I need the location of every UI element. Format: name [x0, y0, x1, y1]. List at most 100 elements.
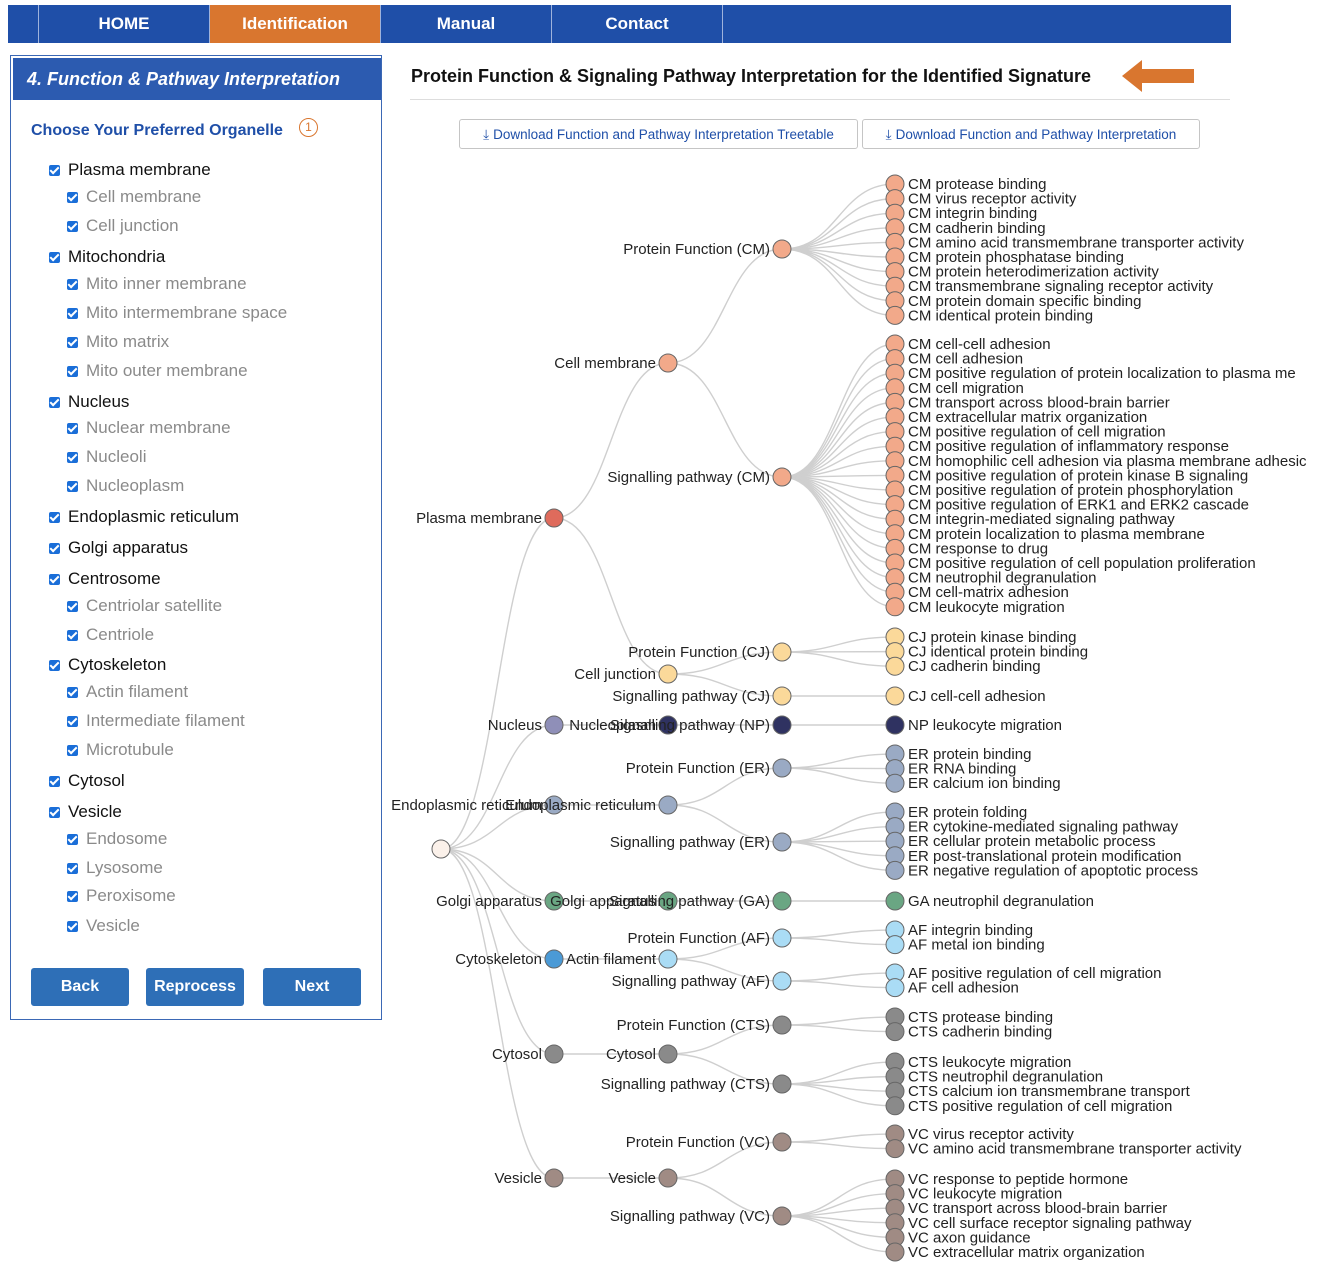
- sub-organelle-node[interactable]: Nucleoplasm: [569, 715, 678, 735]
- term-node[interactable]: CTS cadherin binding: [885, 1022, 1052, 1042]
- term-node[interactable]: VC response to peptide hormone: [885, 1169, 1128, 1189]
- sub-organelle-item[interactable]: Cell junction: [67, 216, 179, 236]
- sub-organelle-item[interactable]: Vesicle: [67, 916, 140, 936]
- organelle-node[interactable]: Nucleus: [488, 715, 564, 735]
- sub-organelle-item[interactable]: Mito outer membrane: [67, 361, 248, 381]
- tree-node-circle[interactable]: [772, 1074, 792, 1094]
- tree-node-circle[interactable]: [772, 1015, 792, 1035]
- checkbox[interactable]: [67, 890, 78, 902]
- checkbox[interactable]: [49, 542, 60, 554]
- term-node[interactable]: ER cellular protein metabolic process: [885, 831, 1156, 851]
- checkbox[interactable]: [67, 191, 78, 203]
- term-node[interactable]: CJ protein kinase binding: [885, 627, 1076, 647]
- sub-organelle-item[interactable]: Cell membrane: [67, 187, 201, 207]
- tree-node-circle[interactable]: [772, 891, 792, 911]
- tree-node-circle[interactable]: [544, 1168, 564, 1188]
- tree-node-circle[interactable]: [885, 978, 905, 998]
- category-node[interactable]: Protein Function (ER): [626, 758, 792, 778]
- term-node[interactable]: CM virus receptor activity: [885, 189, 1077, 209]
- tree-node-circle[interactable]: [658, 1044, 678, 1064]
- checkbox[interactable]: [67, 600, 78, 612]
- tree-node-circle[interactable]: [885, 1096, 905, 1116]
- checkbox[interactable]: [49, 164, 60, 176]
- term-node[interactable]: CM positive regulation of cell populatio…: [885, 553, 1256, 573]
- sub-organelle-item[interactable]: Microtubule: [67, 740, 174, 760]
- checkbox[interactable]: [67, 629, 78, 641]
- sub-organelle-item[interactable]: Centriolar satellite: [67, 596, 222, 616]
- organelle-item[interactable]: Endoplasmic reticulum: [49, 507, 239, 527]
- term-node[interactable]: VC axon guidance: [885, 1227, 1031, 1247]
- nav-tab-manual[interactable]: Manual: [381, 5, 552, 43]
- sub-organelle-item[interactable]: Peroxisome: [67, 886, 176, 906]
- sub-organelle-node[interactable]: Cytosol: [606, 1044, 678, 1064]
- term-node[interactable]: CM cell-matrix adhesion: [885, 582, 1069, 602]
- term-node[interactable]: CM positive regulation of protein phosph…: [885, 480, 1233, 500]
- tree-node-circle[interactable]: [885, 1139, 905, 1159]
- term-node[interactable]: VC leukocyte migration: [885, 1184, 1062, 1204]
- sub-organelle-item[interactable]: Endosome: [67, 829, 167, 849]
- download-interpretation-button[interactable]: ⤓Download Function and Pathway Interpret…: [862, 119, 1200, 149]
- checkbox[interactable]: [49, 806, 60, 818]
- term-node[interactable]: ER negative regulation of apoptotic proc…: [885, 860, 1198, 880]
- term-node[interactable]: ER protein folding: [885, 802, 1027, 822]
- sub-organelle-item[interactable]: Mito matrix: [67, 332, 169, 352]
- category-node[interactable]: Signalling pathway (ER): [610, 832, 792, 852]
- term-node[interactable]: CM cadherin binding: [885, 218, 1046, 238]
- term-node[interactable]: CJ identical protein binding: [885, 642, 1088, 662]
- sub-organelle-node[interactable]: Golgi apparatus: [550, 891, 678, 911]
- term-node[interactable]: CM positive regulation of ERK1 and ERK2 …: [885, 495, 1249, 515]
- tree-node-circle[interactable]: [772, 758, 792, 778]
- term-node[interactable]: ER calcium ion binding: [885, 773, 1061, 793]
- tree-node-circle[interactable]: [772, 686, 792, 706]
- checkbox[interactable]: [49, 775, 60, 787]
- tree-node-circle[interactable]: [544, 949, 564, 969]
- organelle-item[interactable]: Cytoskeleton: [49, 655, 166, 675]
- term-node[interactable]: CTS neutrophil degranulation: [885, 1067, 1103, 1087]
- tree-node-circle[interactable]: [658, 1168, 678, 1188]
- back-button[interactable]: Back: [31, 968, 129, 1006]
- organelle-item[interactable]: Nucleus: [49, 392, 129, 412]
- tree-node-circle[interactable]: [544, 1044, 564, 1064]
- category-node[interactable]: Protein Function (CJ): [628, 642, 792, 662]
- tree-node-circle[interactable]: [772, 239, 792, 259]
- term-node[interactable]: CM transport across blood-brain barrier: [885, 392, 1170, 412]
- tree-node-circle[interactable]: [885, 773, 905, 793]
- checkbox[interactable]: [49, 573, 60, 585]
- term-node[interactable]: CM transmembrane signaling receptor acti…: [885, 276, 1214, 296]
- term-node[interactable]: CM extracellular matrix organization: [885, 407, 1147, 427]
- tree-node-circle[interactable]: [885, 1022, 905, 1042]
- checkbox[interactable]: [67, 715, 78, 727]
- tree-node-circle[interactable]: [885, 686, 905, 706]
- term-node[interactable]: CTS leukocyte migration: [885, 1052, 1071, 1072]
- organelle-node[interactable]: Golgi apparatus: [436, 891, 564, 911]
- tree-root-node[interactable]: [431, 839, 451, 859]
- tree-node-circle[interactable]: [772, 715, 792, 735]
- category-node[interactable]: Signalling pathway (GA): [609, 891, 792, 911]
- term-node[interactable]: VC cell surface receptor signaling pathw…: [885, 1213, 1192, 1233]
- checkbox[interactable]: [67, 833, 78, 845]
- category-node[interactable]: Protein Function (CTS): [617, 1015, 792, 1035]
- sub-organelle-item[interactable]: Actin filament: [67, 682, 188, 702]
- organelle-item[interactable]: Plasma membrane: [49, 160, 211, 180]
- tree-node-circle[interactable]: [772, 832, 792, 852]
- tree-node-circle[interactable]: [885, 715, 905, 735]
- tree-node-circle[interactable]: [885, 656, 905, 676]
- tree-node-circle[interactable]: [544, 715, 564, 735]
- term-node[interactable]: CM positive regulation of inflammatory r…: [885, 436, 1229, 456]
- term-node[interactable]: NP leukocyte migration: [885, 715, 1062, 735]
- category-node[interactable]: Signalling pathway (VC): [610, 1206, 792, 1226]
- checkbox[interactable]: [67, 744, 78, 756]
- term-node[interactable]: AF integrin binding: [885, 920, 1033, 940]
- term-node[interactable]: CM amino acid transmembrane transporter …: [885, 232, 1244, 252]
- checkbox[interactable]: [67, 920, 78, 932]
- organelle-item[interactable]: Cytosol: [49, 771, 125, 791]
- tree-node-circle[interactable]: [772, 1206, 792, 1226]
- term-node[interactable]: CM protein phosphatase binding: [885, 247, 1124, 267]
- tree-node-circle[interactable]: [658, 353, 678, 373]
- term-node[interactable]: CM positive regulation of protein locali…: [885, 363, 1296, 383]
- organelle-item[interactable]: Centrosome: [49, 569, 161, 589]
- sub-organelle-item[interactable]: Lysosome: [67, 858, 163, 878]
- organelle-node[interactable]: Cytoskeleton: [455, 949, 564, 969]
- sub-organelle-item[interactable]: Mito intermembrane space: [67, 303, 287, 323]
- nav-tab-contact[interactable]: Contact: [552, 5, 723, 43]
